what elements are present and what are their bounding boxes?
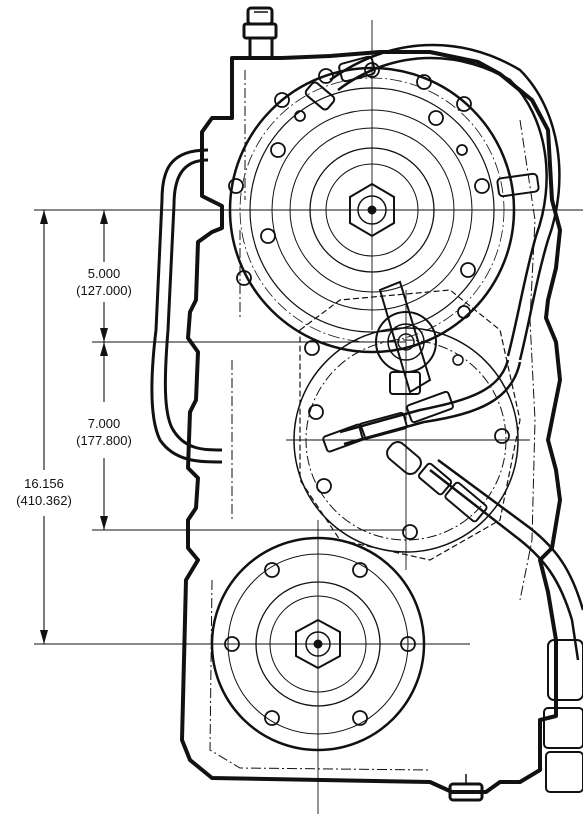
left-oil-tube [150, 148, 223, 464]
dim-value: 16.156 [24, 476, 64, 491]
dimension-16156: 16.156 (410.362) [16, 476, 72, 508]
dim-metric: (410.362) [16, 493, 72, 508]
fittings [304, 55, 583, 793]
upper-bolt-holes [228, 62, 490, 286]
dimension-arrows [40, 210, 108, 644]
dim-value: 5.000 [88, 266, 121, 281]
housing-inner-lines [209, 70, 536, 771]
dim-metric: (177.800) [76, 433, 132, 448]
dimension-5000: 5.000 (127.000) [76, 266, 132, 298]
oil-lines [329, 43, 583, 661]
dimension-7000: 7.000 (177.800) [76, 416, 132, 448]
drain-plug [448, 774, 484, 802]
breather-cap [242, 6, 278, 60]
dim-value: 7.000 [88, 416, 121, 431]
dim-metric: (127.000) [76, 283, 132, 298]
bracket-arm [378, 280, 432, 395]
